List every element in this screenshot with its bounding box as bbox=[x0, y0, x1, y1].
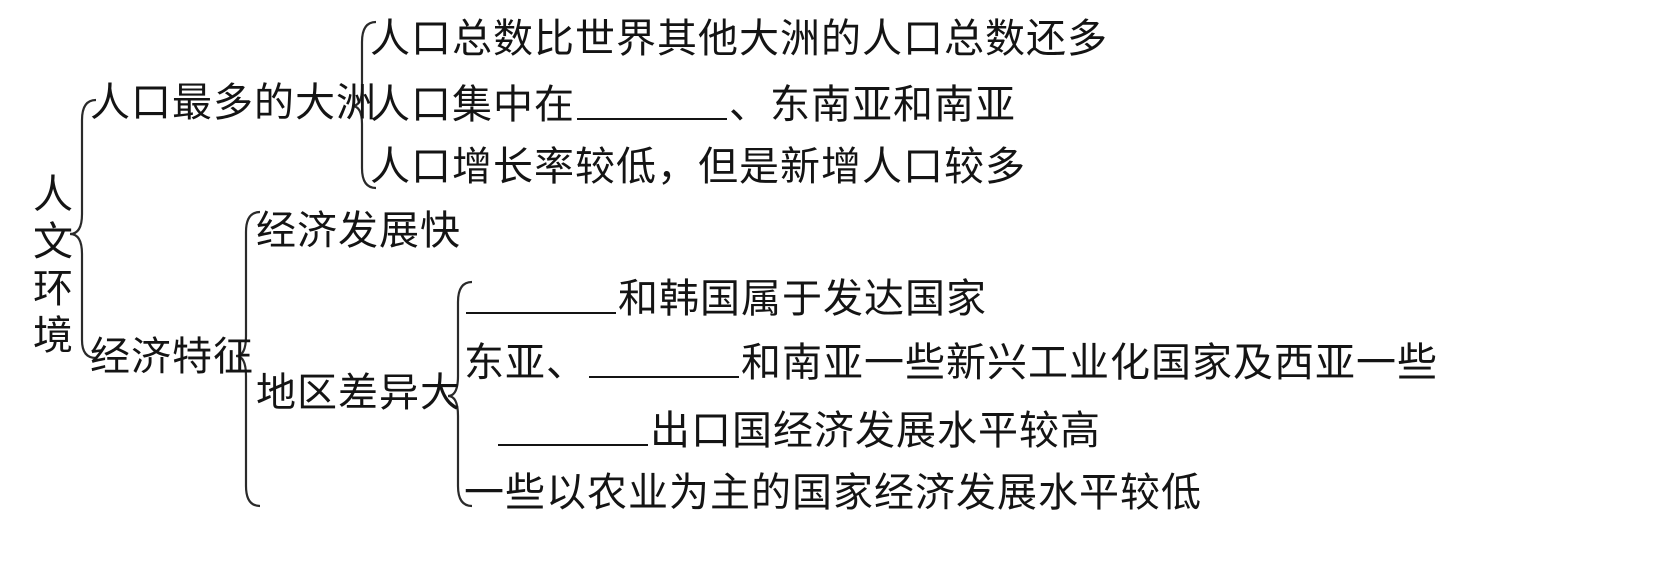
differences-branch-label: 地区差异大 bbox=[256, 370, 461, 416]
population-item-2: 人口集中在 、东南亚和南亚 bbox=[370, 80, 1016, 130]
differences-item-2: 东亚、 和南亚一些新兴工业化国家及西亚一些 bbox=[464, 338, 1438, 388]
fill-in-blank-1 bbox=[577, 82, 727, 120]
economy-branch-label: 经济特征 bbox=[90, 334, 254, 380]
differences-item-3-after: 出口国经济发展水平较高 bbox=[650, 408, 1101, 454]
differences-brace bbox=[447, 280, 473, 508]
fill-in-blank-4 bbox=[498, 408, 648, 446]
population-branch-label: 人口最多的大洲 bbox=[90, 80, 377, 126]
differences-item-1-after: 和韩国属于发达国家 bbox=[618, 276, 987, 322]
economy-fast-item: 经济发展快 bbox=[256, 208, 461, 254]
differences-item-2-after: 和南亚一些新兴工业化国家及西亚一些 bbox=[741, 340, 1438, 386]
fill-in-blank-3 bbox=[589, 340, 739, 378]
fill-in-blank-2 bbox=[466, 276, 616, 314]
population-item-2-after: 、东南亚和南亚 bbox=[729, 82, 1016, 128]
population-item-1: 人口总数比世界其他大洲的人口总数还多 bbox=[370, 16, 1108, 62]
population-item-2-before: 人口集中在 bbox=[370, 82, 575, 128]
differences-item-1: 和韩国属于发达国家 bbox=[464, 274, 987, 324]
root-label: 人文环境 bbox=[33, 172, 73, 359]
differences-item-4: 一些以农业为主的国家经济发展水平较低 bbox=[464, 470, 1202, 516]
differences-item-3: 出口国经济发展水平较高 bbox=[496, 406, 1101, 456]
population-brace bbox=[351, 20, 377, 190]
population-item-3: 人口增长率较低，但是新增人口较多 bbox=[370, 144, 1026, 190]
root-brace bbox=[69, 98, 97, 360]
differences-item-2-before: 东亚、 bbox=[464, 340, 587, 386]
economy-brace bbox=[235, 210, 261, 508]
